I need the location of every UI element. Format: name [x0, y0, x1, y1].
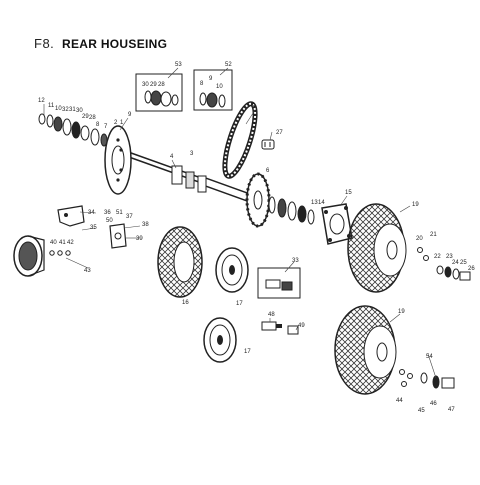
rear-tire-right-19-upper	[347, 203, 407, 293]
callout-28b: 28	[158, 82, 165, 88]
callout-36: 36	[104, 210, 111, 216]
drive-chain	[222, 101, 258, 179]
axle-collars	[171, 165, 207, 193]
callout-45: 45	[418, 408, 425, 414]
callout-48: 48	[268, 312, 275, 318]
callout-15: 15	[345, 190, 352, 196]
callout-37: 37	[126, 214, 133, 220]
callout-14: 14	[318, 200, 325, 206]
callout-34: 34	[88, 210, 95, 216]
callout-32: 32	[62, 107, 69, 113]
callout-10b: 10	[216, 84, 223, 90]
callout-54: 54	[426, 354, 433, 360]
callout-6: 6	[266, 168, 270, 174]
callout-23: 23	[446, 254, 453, 260]
callout-30: 30	[76, 108, 83, 114]
valve-stem	[261, 321, 299, 335]
callout-labels: 12 11 10 32 31 30 29 28 27 9 8 7 6 5 4 3…	[38, 62, 475, 414]
callout-20: 20	[416, 236, 423, 242]
callout-39: 39	[136, 236, 143, 242]
callout-47: 47	[448, 407, 455, 413]
callout-17a: 17	[236, 301, 243, 307]
callout-11: 11	[48, 103, 55, 109]
callout-29: 29	[82, 114, 89, 120]
callout-12: 12	[38, 98, 45, 104]
bearing-stack-left	[38, 113, 108, 147]
callout-9b: 9	[209, 76, 213, 82]
callout-1: 1	[120, 120, 124, 126]
callout-43: 43	[84, 268, 91, 274]
callout-27: 27	[276, 130, 283, 136]
callout-10: 10	[55, 106, 62, 112]
callout-41: 41	[59, 240, 66, 246]
chain-adjuster	[261, 139, 275, 150]
callout-5: 5	[252, 104, 256, 110]
leader-lines	[43, 67, 437, 379]
callout-19b: 19	[398, 309, 405, 315]
callout-26: 26	[468, 266, 475, 272]
callout-44: 44	[396, 398, 403, 404]
inset-33	[257, 267, 301, 299]
callout-51: 51	[116, 210, 123, 216]
callout-3: 3	[190, 151, 194, 157]
callout-25: 25	[460, 260, 467, 266]
callout-29b: 29	[150, 82, 157, 88]
inset-53	[135, 73, 183, 112]
callout-21: 21	[430, 232, 437, 238]
wheel-hardware-lower	[399, 369, 455, 389]
callout-9: 9	[128, 112, 132, 118]
bearing-stack-right	[268, 196, 315, 225]
wheel-hardware-upper	[417, 247, 471, 281]
wheel-hub	[321, 203, 353, 245]
callout-7: 7	[104, 124, 108, 130]
callout-28: 28	[89, 115, 96, 121]
callout-24: 24	[452, 260, 459, 266]
callout-33: 33	[292, 258, 299, 264]
callout-50: 50	[106, 218, 113, 224]
rim-17-lower	[203, 317, 237, 363]
callout-22: 22	[434, 254, 441, 260]
callout-4: 4	[170, 154, 174, 160]
inset-52	[193, 69, 233, 111]
callout-46: 46	[430, 401, 437, 407]
callout-8b: 8	[200, 81, 204, 87]
rim-17-upper	[215, 247, 249, 293]
callout-8: 8	[96, 122, 100, 128]
callout-38: 38	[142, 222, 149, 228]
callout-30b: 30	[142, 82, 149, 88]
rear-tire-left-16	[157, 226, 203, 298]
callout-16: 16	[182, 300, 189, 306]
callout-13: 13	[311, 200, 318, 206]
callout-53: 53	[175, 62, 182, 68]
caliper-bracket	[57, 205, 127, 249]
callout-52: 52	[225, 62, 232, 68]
brake-drum	[13, 235, 71, 277]
rear-sprocket	[245, 172, 271, 228]
callout-31: 31	[69, 107, 76, 113]
figure-code: F8.	[34, 36, 55, 51]
callout-35: 35	[90, 225, 97, 231]
figure-title: REAR HOUSEING	[62, 37, 168, 51]
callout-17b: 17	[244, 349, 251, 355]
callout-40: 40	[50, 240, 57, 246]
rear-tire-right-19-lower	[334, 305, 397, 395]
callout-2: 2	[114, 120, 118, 126]
brake-disc	[104, 125, 132, 195]
callout-19a: 19	[412, 202, 419, 208]
callout-42: 42	[67, 240, 74, 246]
callout-49: 49	[298, 323, 305, 329]
